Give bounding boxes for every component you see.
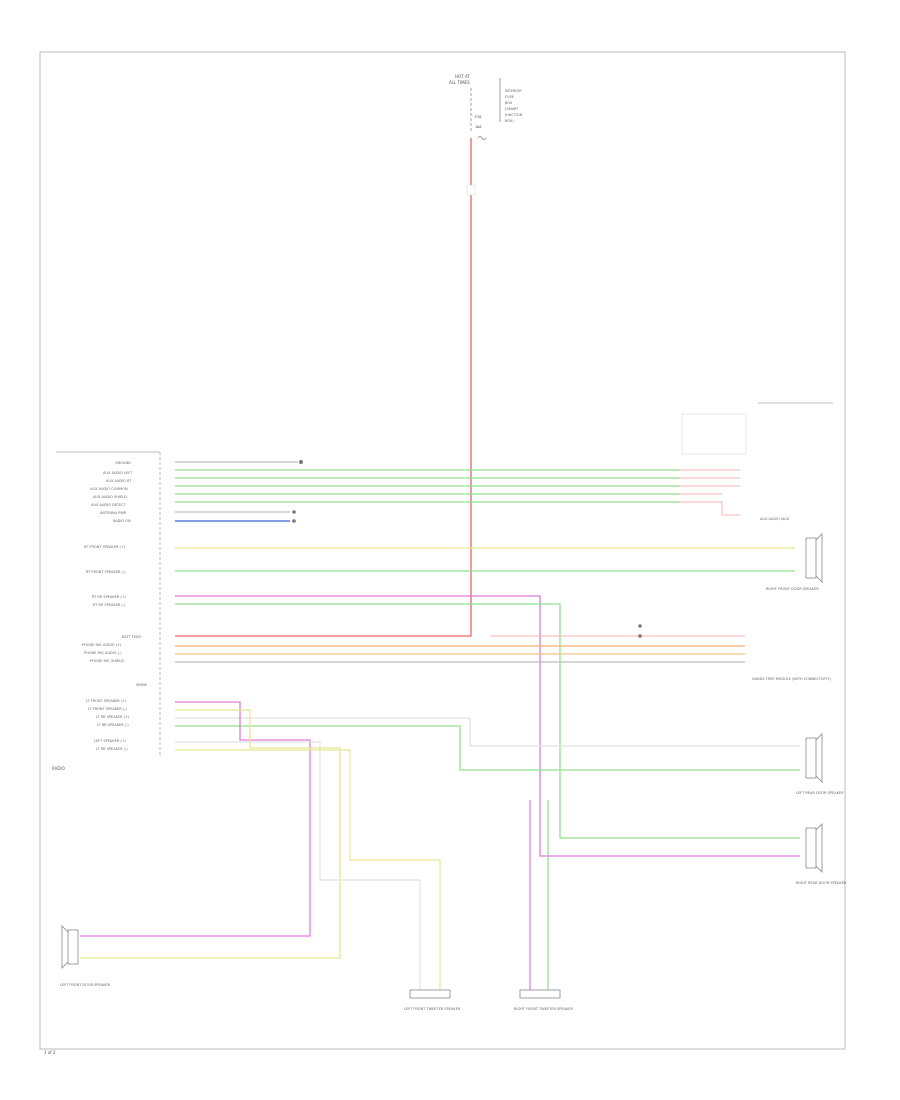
lf-speaker-neg-wire (80, 709, 341, 959)
aux-jack-connector: AUX AUDIO JACK (680, 402, 833, 521)
lf-speaker-cone (61, 925, 69, 969)
lr-speaker: LEFT REAR DOOR SPEAKER (796, 733, 844, 795)
rr-speaker-pos-wire (175, 595, 800, 857)
fuse-symbol (477, 136, 487, 140)
fuse-pin-2: 10A (475, 125, 482, 129)
rf-tweeter-label: RIGHT FRONT TWEETER SPEAKER (514, 1007, 573, 1011)
rf-tweeter: RIGHT FRONT TWEETER SPEAKER (514, 989, 573, 1011)
aux-jack-leads (680, 469, 740, 516)
lr-speaker-neg-wire (175, 725, 800, 771)
lf-speaker-body (67, 929, 79, 965)
lf-speaker: LEFT FRONT DOOR SPEAKER (60, 925, 111, 987)
rf-speaker-cone (815, 533, 823, 583)
top-side-label-4: (SMART (505, 107, 519, 111)
rf-tweeter-body (519, 989, 561, 999)
pin-name: LEFT SPEAKER (+) (94, 739, 127, 743)
top-side-label-1: INTERIOR (505, 89, 522, 93)
fuse-pin-1: F20 (475, 115, 481, 119)
pin-name: AUX AUDIO SHIELD (93, 495, 127, 499)
rr-speaker-label: RIGHT REAR DOOR SPEAKER (796, 881, 847, 885)
splice-point (638, 624, 642, 628)
wire-label-box (466, 184, 476, 196)
pin-name: AUX AUDIO DETECT (91, 503, 127, 507)
splice-point (638, 634, 642, 638)
aux-jack-pins (681, 413, 747, 455)
aux-audio-wires (175, 469, 680, 503)
pin-name: GROUND (115, 461, 131, 465)
pin-name: LT FRONT SPEAKER (-) (88, 707, 127, 711)
lr-speaker-label: LEFT REAR DOOR SPEAKER (796, 791, 844, 795)
battery-feed-wire (175, 138, 472, 637)
pin-name: LT RR SPEAKER (+) (96, 715, 130, 719)
pin-name: RT RR SPEAKER (-) (93, 603, 126, 607)
lr-speaker-body (805, 737, 817, 779)
rf-speaker: RIGHT FRONT DOOR SPEAKER (766, 533, 823, 591)
radio-label: RADIO (52, 766, 65, 771)
top-side-label-3: BOX (505, 101, 513, 105)
splice-point (292, 510, 296, 514)
top-fuse-component: HOT AT ALL TIMES INTERIOR FUSE BOX (SMAR… (449, 74, 523, 140)
page-number: 1 of 2 (44, 1050, 56, 1055)
splice-point (292, 519, 296, 523)
pin-name: PHONE MIC AUDIO (+) (82, 643, 122, 647)
rr-speaker-cone (815, 823, 823, 873)
lf-tweeter-body (409, 989, 451, 999)
pin-name: LT RR SPEAKER (-) (96, 747, 128, 751)
lr-speaker-pos-wire (175, 717, 800, 747)
pin-name: RADIO ON (113, 519, 131, 523)
pin-name: LT FRONT SPEAKER (+) (86, 699, 127, 703)
pin-name: RT FRONT SPEAKER (-) (86, 570, 126, 574)
pin-name: AUX AUDIO COMMON (90, 487, 128, 491)
rr-speaker-neg-wire (175, 603, 800, 839)
phone-module: HANDS FREE MODULE (WITH CONNECTIVITY) (638, 624, 832, 681)
pin-name: AUX AUDIO RT (106, 479, 132, 483)
diagram-frame (39, 51, 846, 1050)
pin-name: PHONE MIC SHIELD (90, 659, 124, 663)
rr-speaker: RIGHT REAR DOOR SPEAKER (796, 823, 847, 885)
pin-name: PHONE MIC AUDIO (-) (84, 651, 122, 655)
top-component-label-1: HOT AT (455, 74, 470, 79)
radio-module: RADIO (52, 451, 161, 771)
lf-speaker-pos-wire (80, 701, 311, 937)
pin-name: LT RR SPEAKER (-) (97, 723, 129, 727)
pin-name: BATT FEED (122, 635, 141, 639)
top-component-label-2: ALL TIMES (449, 80, 470, 85)
pin-name: RT FRONT SPEAKER (+) (84, 545, 126, 549)
lr-speaker-cone (815, 733, 823, 783)
aux-jack-label: AUX AUDIO JACK (760, 517, 790, 521)
pin-name: AUX AUDIO LEFT (103, 471, 133, 475)
pin-name: SPARE (136, 683, 147, 687)
lf-tweeter-neg-wire (175, 749, 441, 990)
phone-module-label: HANDS FREE MODULE (WITH CONNECTIVITY) (752, 677, 832, 681)
lf-tweeter-pos-wire (175, 741, 421, 990)
pin-name: RT RR SPEAKER (+) (92, 595, 127, 599)
lf-speaker-label: LEFT FRONT DOOR SPEAKER (60, 983, 111, 987)
lf-tweeter: LEFT FRONT TWEETER SPEAKER (404, 989, 461, 1011)
lf-tweeter-label: LEFT FRONT TWEETER SPEAKER (404, 1007, 461, 1011)
top-side-label-2: FUSE (505, 95, 514, 99)
radio-pin-labels: GROUND AUX AUDIO LEFT AUX AUDIO RT AUX A… (82, 461, 147, 751)
top-side-label-6: BOX) (505, 119, 514, 123)
pin-name: ANTENNA PWR (100, 511, 127, 515)
top-side-label-5: JUNCTION (504, 113, 523, 117)
rr-speaker-body (805, 827, 817, 869)
rf-speaker-body (805, 537, 817, 579)
rf-speaker-label: RIGHT FRONT DOOR SPEAKER (766, 587, 819, 591)
ground-point (299, 460, 303, 464)
